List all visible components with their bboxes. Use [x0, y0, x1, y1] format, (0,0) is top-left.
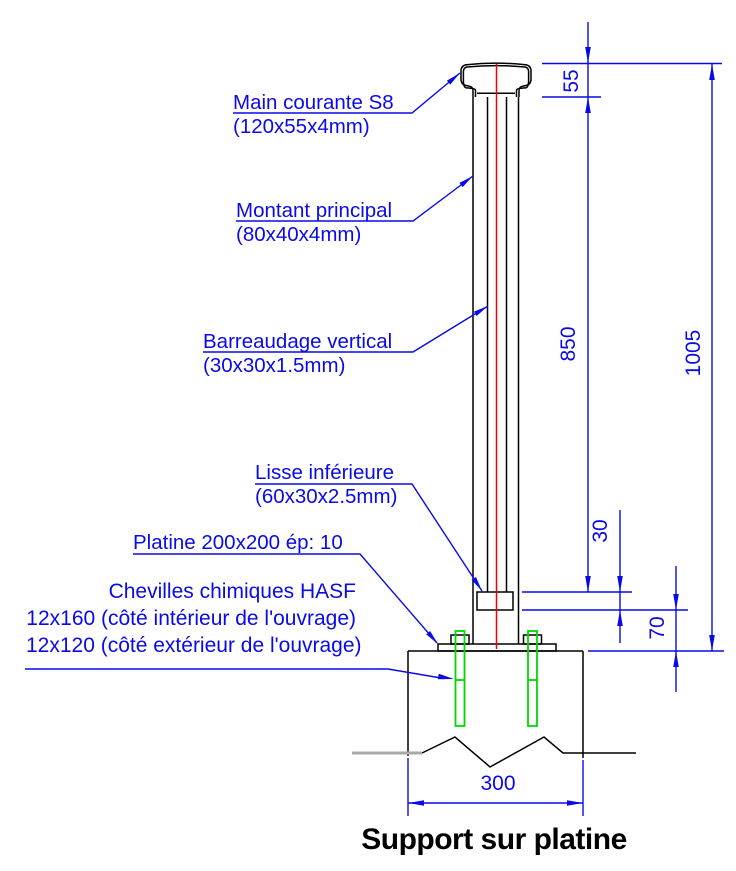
callout-montant-line1: Montant principal [236, 199, 393, 222]
callout-platine: Platine 200x200 ép: 10 [133, 531, 343, 555]
leader-lisse [255, 483, 483, 592]
callout-chevilles-line1: Chevilles chimiques HASF [108, 580, 356, 603]
callout-chevilles-line3: 12x120 (côté extérieur de l'ouvrage) [26, 634, 362, 657]
dimension-55-850 [542, 22, 722, 592]
callout-lisse-line1: Lisse inférieure [255, 461, 395, 484]
dim-value-70: 70 [646, 616, 669, 640]
callout-main-courante-line1: Main courante S8 [233, 91, 394, 114]
dimension-1005 [709, 64, 715, 651]
callout-main-courante: Main courante S8 (120x55x4mm) [233, 91, 394, 138]
dim-value-850: 850 [557, 326, 580, 362]
dim-value-1005: 1005 [682, 329, 705, 377]
lower-rail-section [476, 591, 514, 611]
callout-chevilles-line2: 12x160 (côté intérieur de l'ouvrage) [26, 607, 356, 630]
dim-value-300: 300 [480, 772, 516, 795]
drawing-title: Support sur platine [361, 823, 627, 856]
leader-barreaudage [203, 305, 489, 353]
callout-chevilles: Chevilles chimiques HASF 12x160 (côté in… [26, 578, 362, 659]
baluster-lines [486, 97, 508, 592]
post-outline [472, 97, 520, 644]
callout-main-courante-line2: (120x55x4mm) [233, 114, 370, 138]
anchor-nuts [450, 634, 543, 645]
dimension-30 [522, 510, 688, 643]
concrete-block [407, 650, 584, 758]
anchor-bolts [454, 630, 538, 727]
callout-barreaudage-line2: (30x30x1.5mm) [203, 353, 346, 377]
dimension-300 [407, 758, 584, 816]
dim-value-55: 55 [560, 69, 583, 93]
leader-platine [133, 553, 438, 644]
callout-montant-line2: (80x40x4mm) [236, 222, 362, 246]
dimension-70 [588, 566, 724, 692]
callout-lisse: Lisse inférieure (60x30x2.5mm) [255, 461, 397, 508]
leader-main-courante [233, 72, 461, 114]
callout-montant: Montant principal (80x40x4mm) [236, 199, 392, 246]
leader-chevilles [25, 668, 454, 680]
dim-value-30: 30 [589, 519, 612, 543]
callout-barreaudage: Barreaudage vertical (30x30x1.5mm) [203, 330, 392, 377]
leader-montant [236, 175, 474, 222]
break-line [421, 736, 636, 768]
callout-barreaudage-line1: Barreaudage vertical [203, 330, 393, 353]
callout-lisse-line2: (60x30x2.5mm) [255, 484, 398, 508]
callout-platine-line1: Platine 200x200 ép: 10 [133, 531, 343, 554]
